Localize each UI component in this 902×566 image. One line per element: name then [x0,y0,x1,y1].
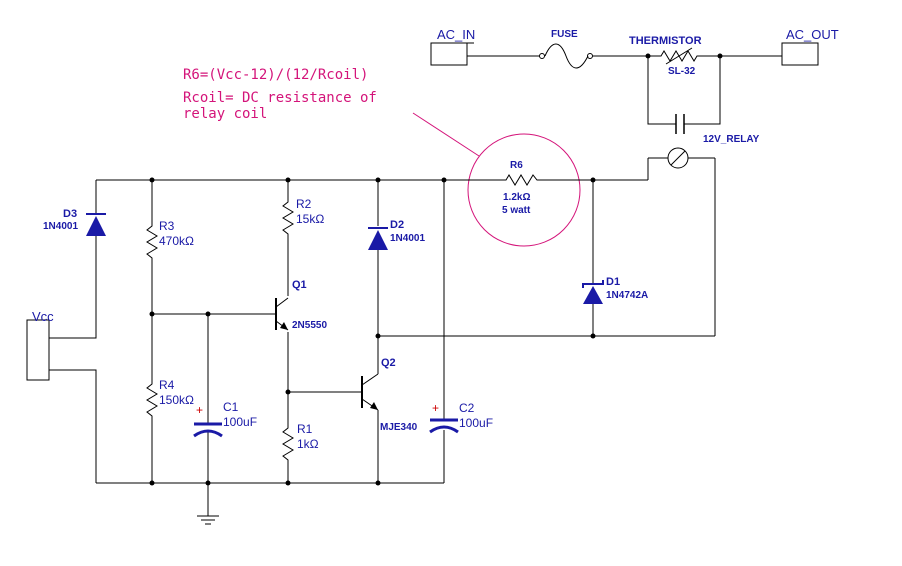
q2-ref: Q2 [381,357,396,369]
ac-out-port [781,42,819,66]
d3-part: 1N4001 [43,221,78,232]
thermistor-label: THERMISTOR [629,35,702,47]
vcc-label: Vcc [32,309,54,324]
r1-ref: R1 [297,422,313,436]
ac-out-label: AC_OUT [786,27,839,42]
r4-ref: R4 [159,378,175,392]
c1-value: 100uF [223,415,257,429]
r6-value: 1.2kΩ [503,192,530,203]
r6-ref: R6 [510,160,523,171]
q1-part: 2N5550 [292,320,327,331]
r4-value: 150kΩ [159,393,194,407]
d2-ref: D2 [390,219,404,231]
ac-line: AC_IN FUSE THERMISTOR SL-32 AC_OUT 12V_R… [430,27,839,145]
resistor-r6: R6 1.2kΩ 5 watt [500,160,540,216]
note-line-2: Rcoil= DC resistance of [183,90,377,106]
fuse-label: FUSE [551,29,578,40]
diode-d3: D3 1N4001 [43,208,106,236]
q2-part: MJE340 [380,422,418,433]
note-line-3: relay coil [183,106,267,122]
ac-in-label: AC_IN [437,27,475,42]
note-line-1: R6=(Vcc-12)/(12/Rcoil) [183,67,368,83]
r3-value: 470kΩ [159,234,194,248]
resistor-r3: R3 470kΩ [146,219,194,260]
formula-note: R6=(Vcc-12)/(12/Rcoil) Rcoil= DC resista… [183,67,581,247]
transistor-q1: Q1 2N5550 [275,279,327,331]
ac-in-port [430,42,468,66]
zener-diode-d1: D1 1N4742A [582,276,648,304]
q1-ref: Q1 [292,279,307,291]
capacitor-c2: + C2 100uF [429,401,493,434]
r2-value: 15kΩ [296,212,324,226]
thermistor: THERMISTOR SL-32 [629,35,720,77]
resistor-r1: R1 1kΩ [282,422,319,462]
c1-polarity: + [196,403,203,417]
d1-part: 1N4742A [606,290,648,301]
r3-ref: R3 [159,219,175,233]
c2-polarity: + [432,401,439,415]
thermistor-part: SL-32 [668,66,696,77]
relay-label: 12V_RELAY [703,134,760,145]
note-highlight-circle [467,133,581,247]
fuse: FUSE [539,29,593,69]
r1-value: 1kΩ [297,437,319,451]
c2-value: 100uF [459,416,493,430]
resistor-r4: R4 150kΩ [146,378,194,418]
transistor-q2: Q2 MJE340 [361,357,418,433]
resistor-r2: R2 15kΩ [282,196,324,236]
c1-ref: C1 [223,400,239,414]
d1-ref: D1 [606,276,620,288]
c2-ref: C2 [459,401,475,415]
r2-ref: R2 [296,197,312,211]
capacitor-c1: + C1 100uF [193,400,257,438]
diode-d2: D2 1N4001 [368,219,425,250]
d3-ref: D3 [63,208,77,220]
circuit-wires: Vcc [26,147,716,525]
vcc-port [26,319,50,381]
d2-part: 1N4001 [390,233,425,244]
note-pointer [412,112,480,157]
r6-extra: 5 watt [502,205,531,216]
